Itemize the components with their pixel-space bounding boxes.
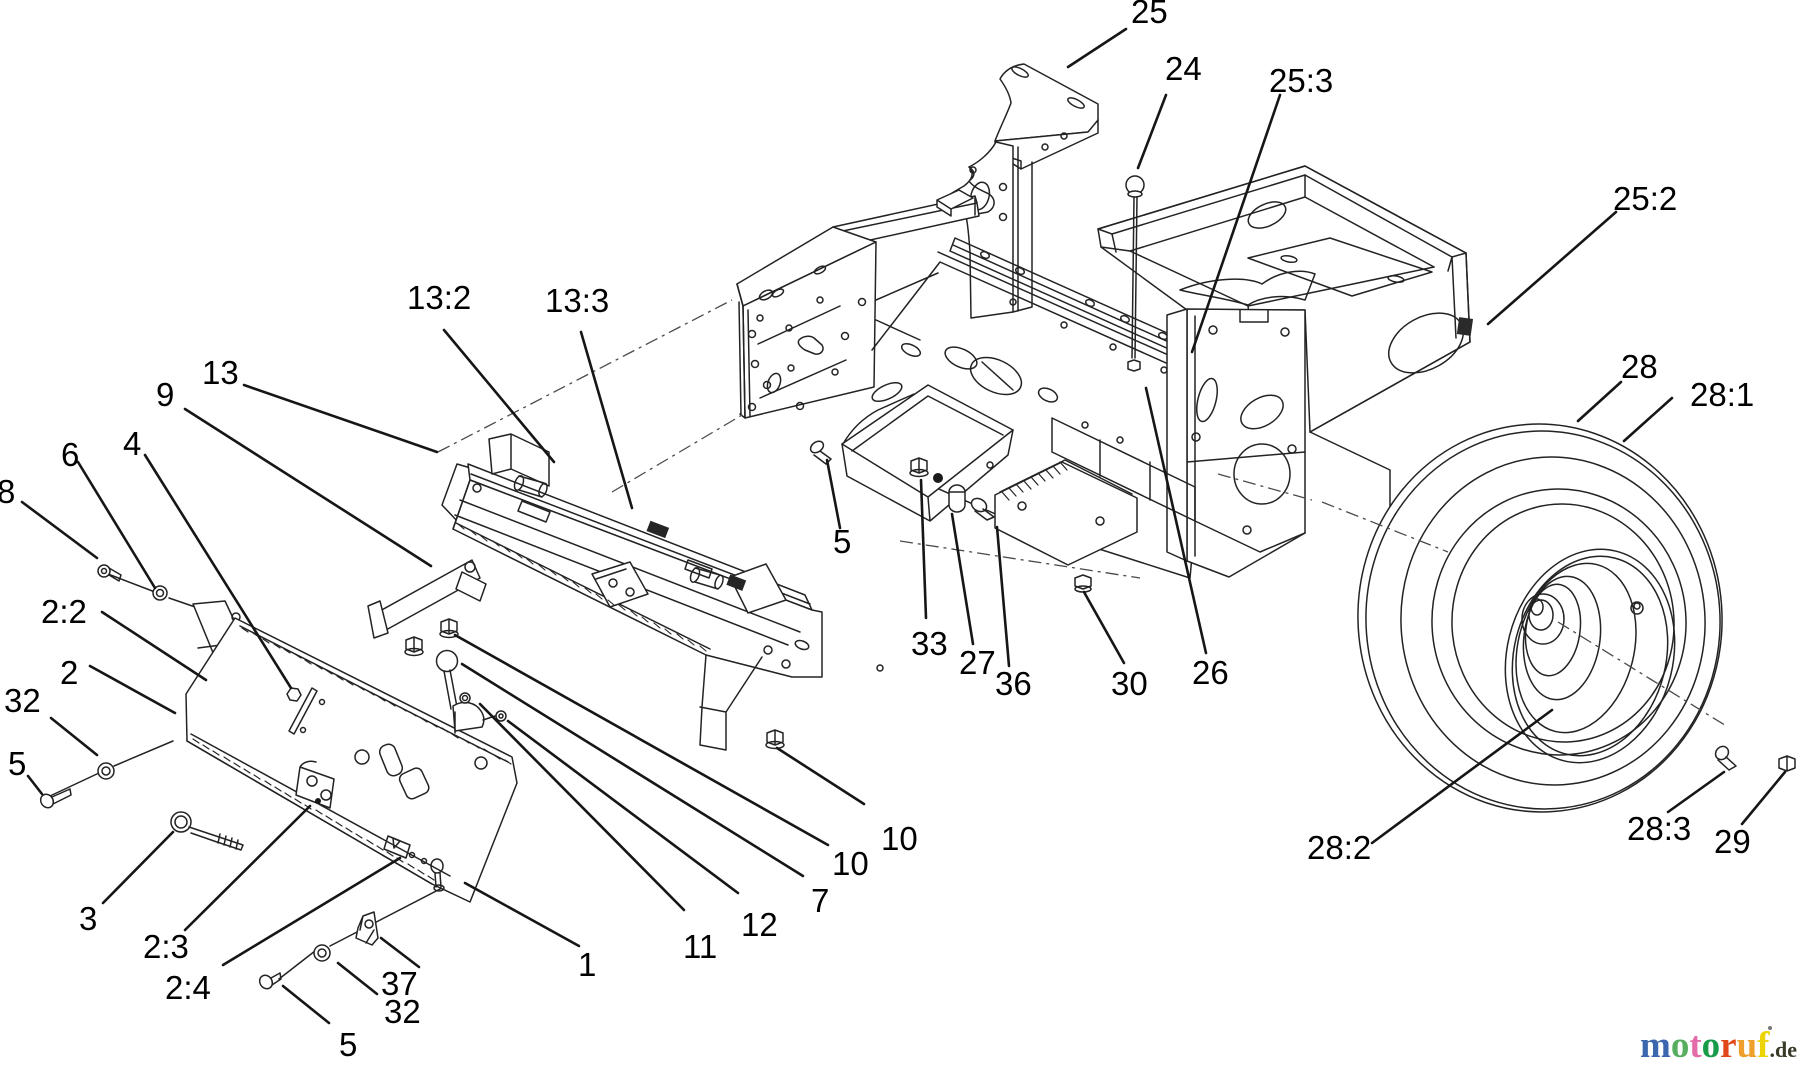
- svg-text:3: 3: [79, 900, 97, 937]
- svg-text:30: 30: [1111, 665, 1148, 702]
- svg-text:5: 5: [339, 1026, 357, 1063]
- svg-text:27: 27: [959, 644, 996, 681]
- svg-text:36: 36: [995, 665, 1032, 702]
- svg-text:2:4: 2:4: [165, 969, 211, 1006]
- svg-text:13:2: 13:2: [407, 279, 471, 316]
- svg-text:5: 5: [833, 523, 851, 560]
- svg-text:25:3: 25:3: [1269, 62, 1333, 99]
- svg-text:12: 12: [741, 906, 778, 943]
- svg-text:11: 11: [683, 928, 717, 965]
- svg-text:2:2: 2:2: [41, 593, 87, 630]
- svg-text:32: 32: [4, 682, 41, 719]
- svg-text:13:3: 13:3: [545, 282, 609, 319]
- svg-text:25:2: 25:2: [1613, 180, 1677, 217]
- svg-text:5: 5: [8, 745, 26, 782]
- svg-text:7: 7: [811, 882, 829, 919]
- svg-text:10: 10: [832, 845, 869, 882]
- svg-text:25: 25: [1131, 0, 1168, 30]
- svg-text:26: 26: [1192, 654, 1229, 691]
- svg-text:33: 33: [911, 625, 948, 662]
- svg-text:37: 37: [381, 965, 418, 1002]
- svg-text:28:1: 28:1: [1690, 376, 1754, 413]
- svg-text:28:3: 28:3: [1627, 810, 1691, 847]
- svg-text:32: 32: [384, 993, 421, 1030]
- svg-text:24: 24: [1165, 50, 1202, 87]
- svg-text:29: 29: [1714, 823, 1751, 860]
- svg-text:motoruf.de: motoruf.de: [1640, 1025, 1797, 1066]
- svg-text:2: 2: [60, 654, 78, 691]
- svg-text:1: 1: [578, 946, 596, 983]
- svg-text:9: 9: [156, 376, 174, 413]
- svg-text:8: 8: [0, 473, 15, 510]
- svg-text:13: 13: [202, 354, 239, 391]
- svg-text:28:2: 28:2: [1307, 829, 1371, 866]
- svg-text:2:3: 2:3: [143, 928, 189, 965]
- svg-text:10: 10: [881, 820, 918, 857]
- svg-text:4: 4: [123, 425, 141, 462]
- svg-text:28: 28: [1621, 348, 1658, 385]
- svg-text:6: 6: [61, 436, 79, 473]
